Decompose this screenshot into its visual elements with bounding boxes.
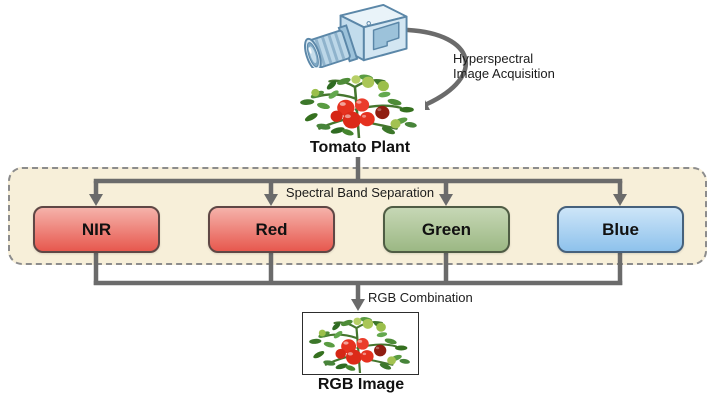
rgb-image [302, 312, 419, 375]
arrowhead-rgb [351, 299, 365, 311]
tomato-plant-label: Tomato Plant [309, 139, 411, 156]
band-box-blue: Blue [557, 206, 684, 253]
band-box-red: Red [208, 206, 335, 253]
hyperspectral-camera-icon [300, 2, 418, 68]
tomato-plant-image [293, 70, 425, 138]
band-box-nir: NIR [33, 206, 160, 253]
band-box-green: Green [383, 206, 510, 253]
band-separation-label: Spectral Band Separation [285, 185, 435, 200]
acquisition-label: Hyperspectral Image Acquisition [453, 51, 555, 81]
rgb-combination-label: RGB Combination [368, 290, 473, 305]
rgb-image-label: RGB Image [317, 376, 405, 393]
acquisition-label-line2: Image Acquisition [453, 66, 555, 81]
acquisition-label-line1: Hyperspectral [453, 51, 534, 66]
